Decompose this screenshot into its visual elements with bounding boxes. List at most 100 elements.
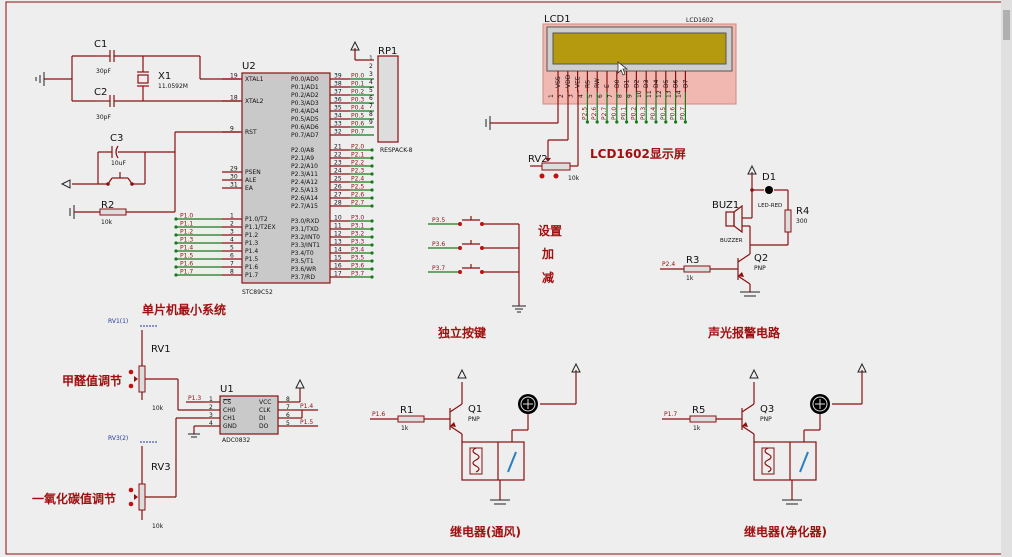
rv2-ref: RV2 (528, 154, 548, 165)
vertical-scrollbar[interactable] (1001, 0, 1012, 557)
u2-pin-name: P1.0/T2 (245, 216, 268, 223)
lcd-pin-num: 2 (558, 94, 565, 98)
u2-pin-name: P0.3/AD3 (291, 100, 319, 107)
u2-pin-name: P0.6/AD6 (291, 124, 319, 131)
rv2-value: 10k (568, 175, 580, 182)
crystal-circuit[interactable]: C1 30pF C2 30pF X1 11.0592M (35, 39, 240, 121)
u2-pin-num: 33 (334, 121, 342, 128)
lcd-ref: LCD1 (544, 14, 571, 25)
lcd-pin-name: D7 (682, 79, 689, 88)
lcd-pin-name: D3 (643, 79, 650, 88)
p1-net-label: P1.2 (180, 229, 193, 236)
u2-pin-num: 17 (334, 271, 342, 278)
lcd-pin-name: D6 (673, 79, 680, 88)
u2-pin-num: 15 (334, 255, 342, 262)
u2-right-net: P3.5 (351, 255, 364, 262)
u1-pin-name: CH1 (223, 415, 236, 422)
rp1-pin-num: 1 (369, 55, 373, 62)
u2-part: STC89C52 (242, 289, 273, 296)
u2-pin-num: 30 (230, 174, 238, 181)
lcd-pin-num: 5 (587, 94, 594, 98)
u1-pin-num: 3 (209, 412, 213, 419)
u1-pin-name: CH0 (223, 407, 236, 414)
u2-pin-num: 14 (334, 247, 342, 254)
u2-pin-num: 35 (334, 105, 342, 112)
rv3-probe-label: RV3(2) (108, 435, 128, 442)
u2-pin-num: 22 (334, 152, 342, 159)
u2-body (241, 72, 331, 284)
u2-pin-num: 3 (230, 229, 234, 236)
rv2-contrast-pot[interactable]: RV2 10k (485, 90, 580, 182)
rv3-value: 10k (152, 523, 164, 530)
relay-vent-circuit[interactable]: P1.6 R1 1k Q1 PNP 继电器(通风) (370, 362, 581, 539)
u2-pin-name: P3.3/INT1 (291, 242, 320, 249)
lcd-section-title: LCD1602显示屏 (590, 147, 686, 161)
lcd-net-label: P0.4 (650, 107, 657, 120)
d1-part: LED-RED (758, 203, 782, 209)
alarm-section-title: 声光报警电路 (707, 325, 781, 340)
x1-ref: X1 (158, 71, 171, 82)
u2-right-net: P2.0 (351, 144, 364, 151)
lcd-pin-name: VEE (575, 76, 582, 88)
u2-pin-num: 10 (334, 215, 342, 222)
u2-right-net: P3.1 (351, 223, 364, 230)
lcd1602-display[interactable]: LCD1 LCD1602 VSS1VDD2VEE3RS4RW5E6D07D18D… (542, 14, 737, 124)
u1-pin-num: 1 (209, 396, 213, 403)
buttons-section[interactable]: P3.5P3.6P3.7 设置 加 减 独立按键 (428, 216, 562, 340)
lcd-part: LCD1602 (686, 17, 714, 24)
q3-base-net: P1.7 (664, 411, 677, 418)
reset-circuit[interactable]: C3 10uF R2 10k (60, 131, 240, 226)
u2-pin-name: P0.0/AD0 (291, 76, 319, 83)
lcd-pin-name: VSS (555, 76, 562, 88)
q1-ref: Q1 (468, 404, 482, 415)
u2-pin-name: RST (245, 129, 257, 136)
r2-value: 10k (101, 219, 113, 226)
u2-right-net: P3.7 (351, 271, 364, 278)
u2-pin-num: 18 (230, 95, 238, 102)
c3-value: 10uF (111, 160, 126, 167)
relay-purifier-circuit[interactable]: P1.7 R5 1k Q3 PNP 继电器(净化器) (662, 362, 867, 539)
lcd-net-label: P2.5 (581, 107, 588, 120)
u2-pin-name: P2.7/A15 (291, 203, 318, 210)
lcd-net-label: P0.7 (679, 107, 686, 120)
scrollbar-thumb[interactable] (1003, 10, 1010, 40)
relay-vent-contact-icon (507, 451, 517, 473)
u2-pin-num: 7 (230, 261, 234, 268)
alarm-circuit[interactable]: D1 LED-RED R4 300 BUZ1 BUZZER Q2 PNP P2.… (660, 164, 809, 340)
c2-ref: C2 (94, 87, 107, 98)
r4-ref: R4 (796, 206, 809, 217)
p1-net-label: P1.1 (180, 221, 193, 228)
lcd-pin-name: VDD (565, 74, 572, 88)
btn-add-label: 加 (541, 246, 554, 261)
c2-value: 30pF (96, 114, 111, 121)
button-net-label: P3.6 (432, 241, 445, 248)
lcd-pin-num: 12 (656, 90, 663, 98)
rp1-ref: RP1 (378, 46, 397, 57)
u2-right-net: P3.3 (351, 239, 364, 246)
lcd-pin-name: RS (584, 80, 591, 88)
u1-pin-num: 5 (286, 420, 290, 427)
p1-net-label: P1.5 (180, 253, 193, 260)
u2-pin-name: P3.6/WR (291, 266, 316, 273)
u2-pin-name: P2.4/A12 (291, 179, 318, 186)
u2-pin-num: 25 (334, 176, 342, 183)
u2-pin-num: 2 (230, 221, 234, 228)
u2-pin-name: P2.2/A10 (291, 163, 318, 170)
u2-pin-name: P0.4/AD4 (291, 108, 319, 115)
q2-part: PNP (754, 265, 766, 272)
u2-right-net: P2.3 (351, 168, 364, 175)
sensor-adc-section[interactable]: 单片机最小系统 RV1(1) RV1 10k 甲醛值调节 RV3(2) RV3 … (32, 302, 318, 530)
u2-pin-num: 5 (230, 245, 234, 252)
u2-right-net: P2.5 (351, 184, 364, 191)
q1-base-net: P1.6 (372, 411, 385, 418)
rp1-pin-num: 5 (369, 87, 373, 94)
u2-pin-num: 38 (334, 81, 342, 88)
lcd-net-label: P2.6 (591, 107, 598, 120)
adc-cs-net: P1.3 (188, 395, 201, 402)
r4-value: 300 (796, 218, 808, 225)
mouse-cursor-icon (617, 61, 629, 76)
u2-pin-name: P2.5/A13 (291, 187, 318, 194)
